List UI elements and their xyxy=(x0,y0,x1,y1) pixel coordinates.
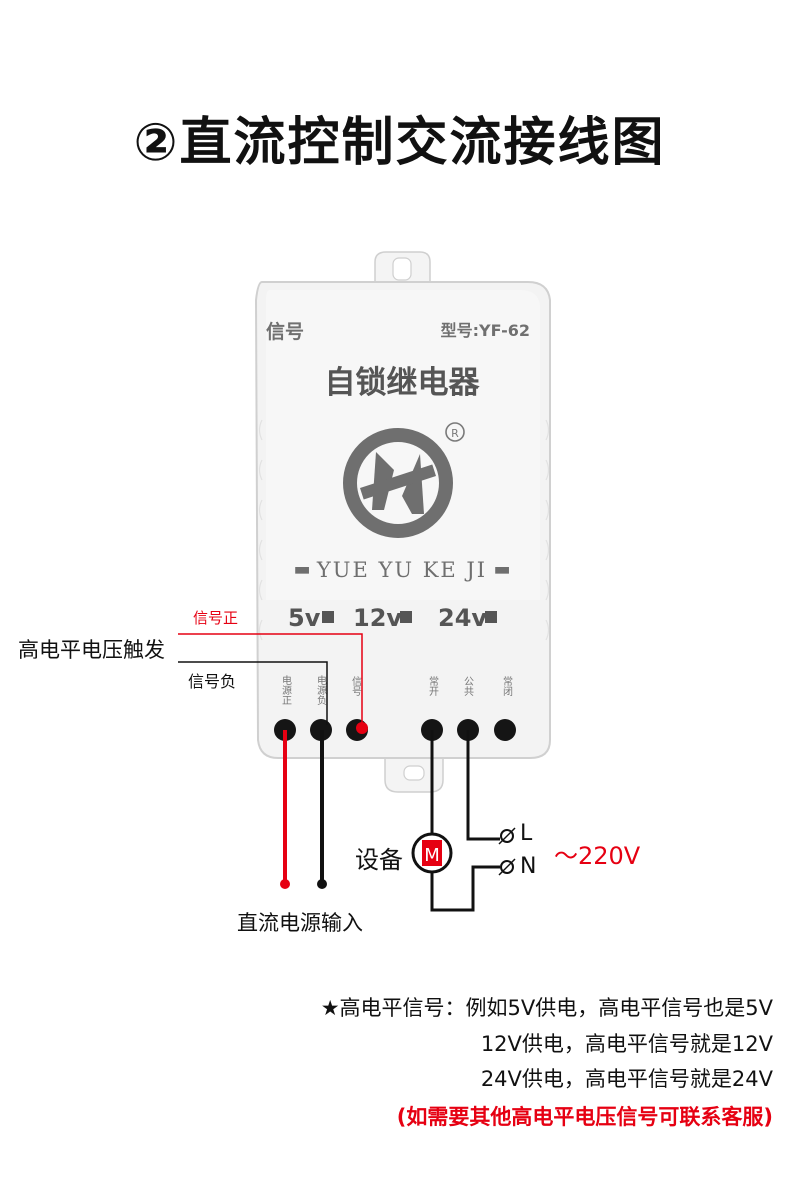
ac-voltage-label: ～220V xyxy=(554,842,641,870)
ac-load-wiring xyxy=(430,730,500,912)
bottom-mounting-tab xyxy=(384,754,444,793)
terminal-label-common: 公共 xyxy=(462,676,474,697)
line-l-label: L xyxy=(520,821,533,846)
signal-positive-dot xyxy=(356,722,368,734)
contact-note: (如需要其他高电平电压信号可联系客服) xyxy=(396,1105,773,1129)
device-model: 型号:YF-62 xyxy=(441,321,530,340)
svg-text:5v: 5v xyxy=(288,604,321,632)
device-name: 自锁继电器 xyxy=(325,365,481,401)
top-mounting-tab xyxy=(374,251,431,286)
terminal-normally-closed xyxy=(494,719,516,741)
terminal-label-normally-closed: 常闭 xyxy=(501,675,513,697)
note-line-2: 12V供电，高电平信号就是12V xyxy=(480,1032,773,1056)
registered-icon: R xyxy=(445,422,465,442)
terminal-label-signal: 信号 xyxy=(350,676,362,697)
note-line-1: ★高电平信号：例如5V供电，高电平信号也是5V xyxy=(320,996,773,1020)
relay-module-body xyxy=(254,281,551,759)
brand-logo xyxy=(343,428,453,538)
svg-text:M: M xyxy=(424,845,440,866)
brand-dash-left: ▬ xyxy=(293,559,310,580)
line-n-label: N xyxy=(520,854,537,879)
voltage-24v: 24v xyxy=(438,604,497,632)
motor-icon: M xyxy=(411,832,453,874)
terminal-label-power-negative: 电源负 xyxy=(315,674,327,706)
dc-negative-end xyxy=(317,879,327,889)
signal-negative-wire xyxy=(178,661,328,725)
page-title: ②直流控制交流接线图 xyxy=(133,113,666,173)
dc-positive-end xyxy=(280,879,290,889)
device-label: 设备 xyxy=(355,846,403,874)
svg-text:24v: 24v xyxy=(438,604,487,632)
high-level-trigger-label: 高电平电压触发 xyxy=(18,638,165,662)
brand-text: YUE YU KE JI xyxy=(316,558,487,582)
voltage-5v: 5v xyxy=(288,604,334,632)
brand-dash-right: ▬ xyxy=(493,559,510,580)
svg-text:R: R xyxy=(451,427,459,440)
line-terminal-l xyxy=(498,827,516,845)
note-line-3: 24V供电，高电平信号就是24V xyxy=(480,1067,773,1091)
terminal-label-power-positive: 电源正 xyxy=(280,674,292,705)
line-terminal-n xyxy=(498,858,516,876)
signal-positive-wire xyxy=(178,633,363,724)
voltage-12v: 12v xyxy=(353,604,412,632)
dc-input-label: 直流电源输入 xyxy=(237,911,363,935)
signal-negative-label: 信号负 xyxy=(188,672,237,691)
signal-positive-label: 信号正 xyxy=(193,609,239,627)
terminal-label-normally-open: 常开 xyxy=(427,675,439,697)
svg-text:12v: 12v xyxy=(353,604,402,632)
device-signal-corner: 信号 xyxy=(266,320,304,343)
